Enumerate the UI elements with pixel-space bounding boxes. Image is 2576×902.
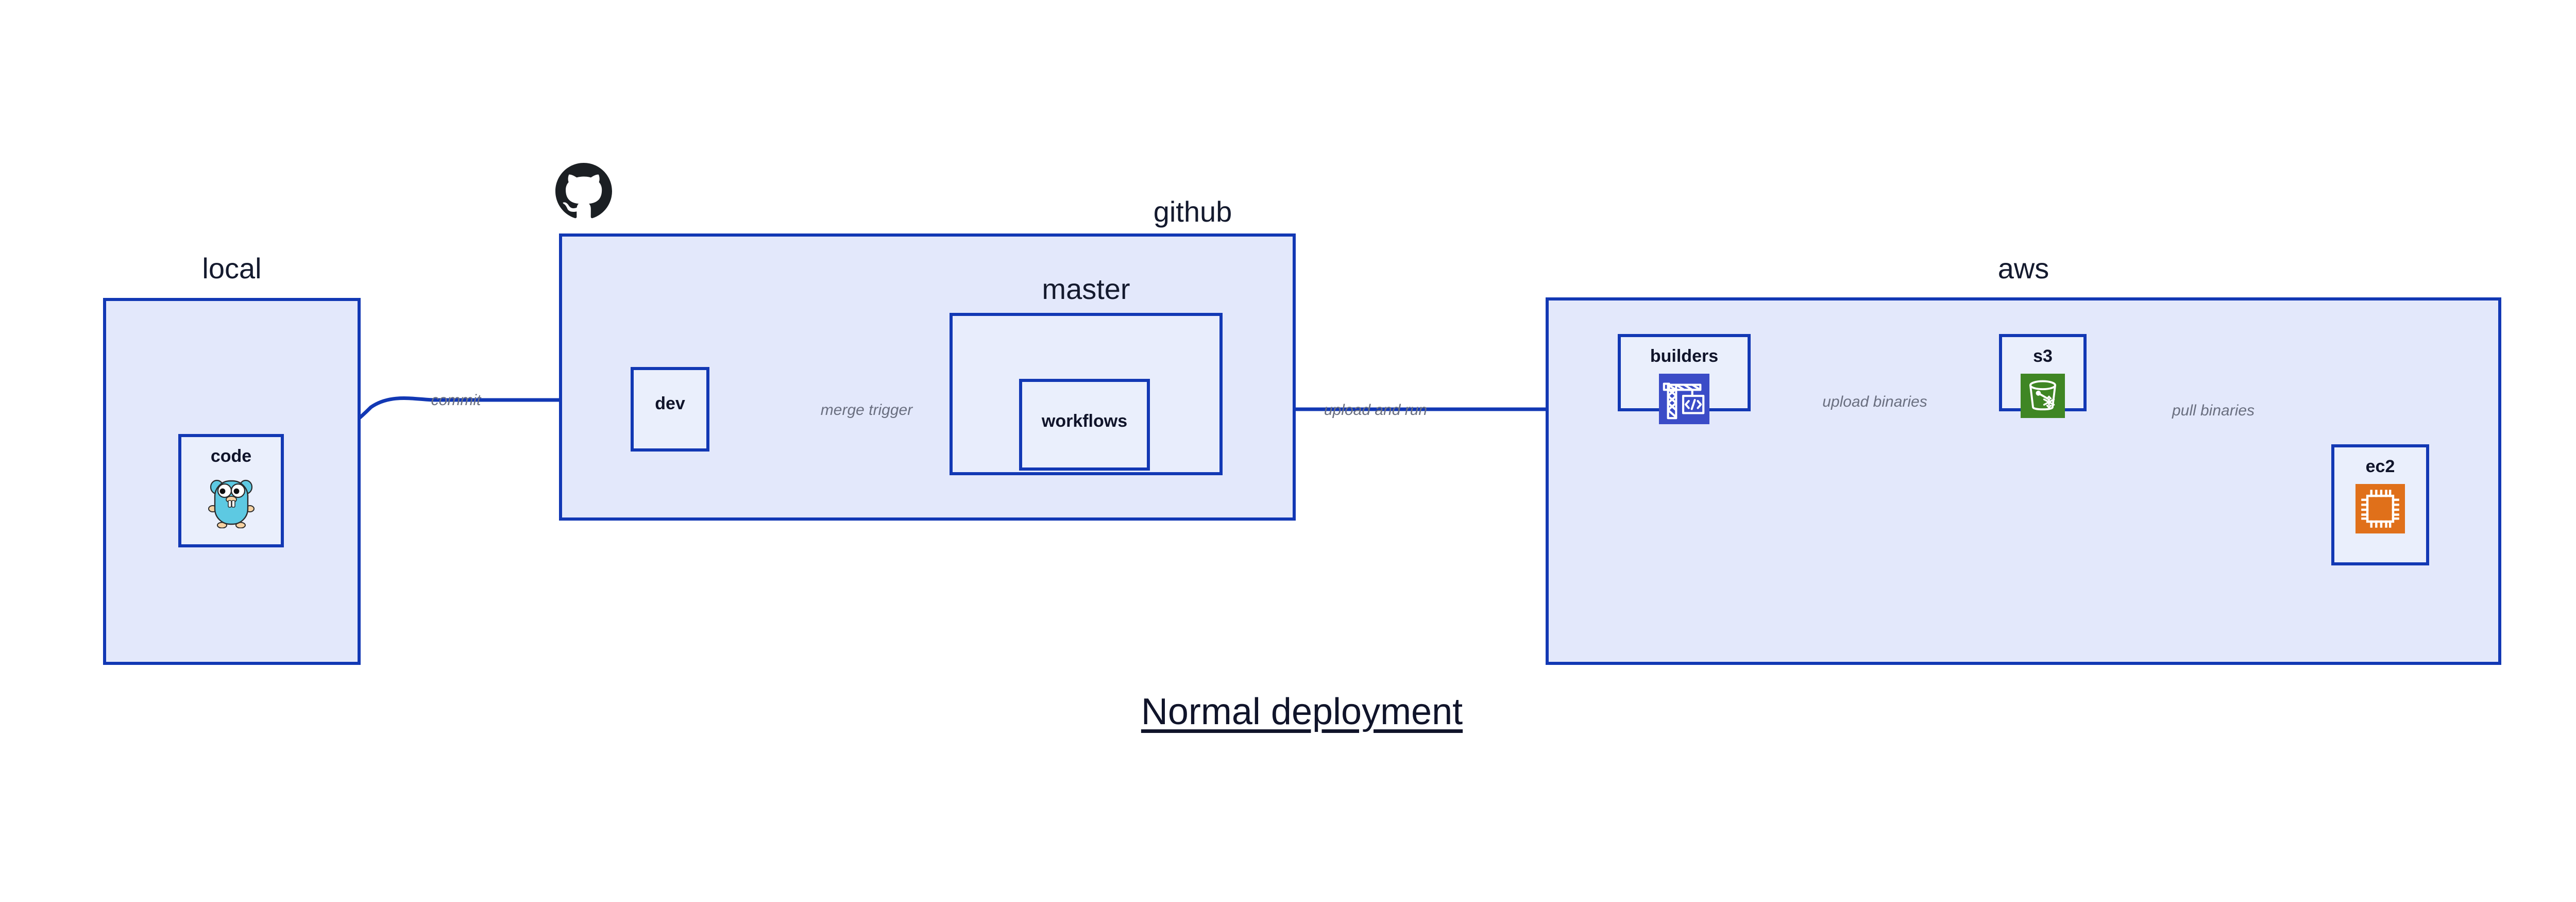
aws-s3-glacier-bucket-icon <box>2021 374 2065 418</box>
node-builders[interactable]: builders <box>1618 334 1751 424</box>
group-label-aws: aws <box>1997 252 2049 285</box>
edge-label-upload-and-run: upload and run <box>1324 402 1428 419</box>
diagram-title: Normal deployment <box>1141 691 1463 732</box>
group-label-local: local <box>202 252 262 285</box>
node-ec2[interactable]: ec2 <box>2331 444 2429 565</box>
node-label-workflows: workflows <box>1041 411 1128 431</box>
group-label-master: master <box>1042 273 1130 305</box>
node-label-code: code <box>210 446 252 466</box>
node-label-dev: dev <box>655 394 685 413</box>
github-octocat-icon <box>555 163 612 220</box>
node-label-builders: builders <box>1650 346 1719 366</box>
node-label-ec2: ec2 <box>2365 457 2395 476</box>
node-code[interactable]: code <box>178 434 284 547</box>
group-label-github: github <box>1153 195 1232 228</box>
node-dev[interactable]: dev <box>631 367 709 452</box>
edge-label-merge-trigger: merge trigger <box>820 402 913 419</box>
aws-codebuild-crane-icon <box>1659 374 1709 424</box>
edge-label-commit: commit <box>431 392 481 409</box>
node-label-s3: s3 <box>2033 346 2053 366</box>
node-s3[interactable]: s3 <box>1999 334 2087 418</box>
edge-label-upload-binaries: upload binaries <box>1822 393 1927 410</box>
group-local <box>103 298 361 665</box>
go-gopher-icon <box>208 474 255 529</box>
edge-label-pull-binaries: pull binaries <box>2172 402 2255 419</box>
aws-ec2-chip-icon <box>2355 484 2405 533</box>
node-workflows[interactable]: workflows <box>1019 379 1150 471</box>
